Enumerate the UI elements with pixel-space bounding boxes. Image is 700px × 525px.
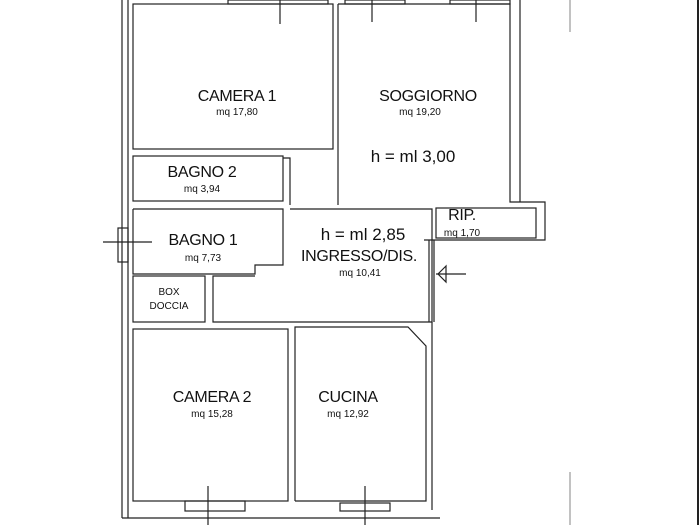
room-name-camera1: CAMERA 1	[197, 88, 277, 105]
room-area-cucina: mq 12,92	[327, 409, 369, 420]
room-name-bagno1: BAGNO 1	[168, 232, 238, 249]
room-name-bagno2: BAGNO 2	[167, 164, 237, 181]
box-doccia-line1: BOX	[158, 287, 180, 298]
room-name-soggiorno: SOGGIORNO	[379, 88, 477, 105]
height-soggiorno: h = ml 3,00	[370, 147, 456, 166]
box-doccia-line2: DOCCIA	[149, 301, 189, 312]
room-name-camera2: CAMERA 2	[172, 389, 252, 406]
room-area-soggiorno: mq 19,20	[399, 107, 441, 118]
room-area-camera1: mq 17,80	[216, 107, 258, 118]
room-area-camera2: mq 15,28	[191, 409, 233, 420]
room-name-rip: RIP.	[448, 207, 476, 224]
room-name-cucina: CUCINA	[318, 389, 378, 406]
room-area-bagno1: mq 7,73	[184, 253, 222, 264]
room-area-bagno2: mq 3,94	[183, 184, 221, 195]
height-ingresso: h = ml 2,85	[320, 225, 406, 244]
room-area-ingresso: mq 10,41	[339, 268, 381, 279]
room-area-rip: mq 1,70	[443, 228, 481, 239]
room-name-ingresso: INGRESSO/DIS.	[300, 248, 418, 265]
